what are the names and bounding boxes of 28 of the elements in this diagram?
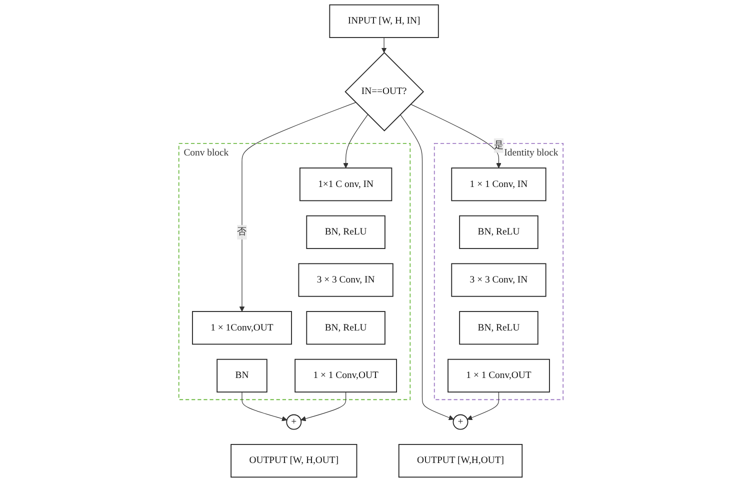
- node-box: 1 × 1 Conv,OUT: [294, 358, 397, 392]
- node-box: BN, ReLU: [306, 311, 385, 345]
- node-box: 1 × 1 Conv,OUT: [447, 358, 550, 392]
- node-box: BN: [216, 358, 267, 392]
- arrow: [300, 392, 346, 422]
- node-box: 3 × 3 Conv, IN: [298, 263, 393, 297]
- arrow: [238, 102, 356, 312]
- node-box: BN, ReLU: [458, 215, 538, 249]
- arrow: [399, 114, 454, 420]
- node-diamond: IN==OUT?: [344, 52, 424, 132]
- edge-label: 否: [236, 226, 246, 238]
- node-box: OUTPUT [W,H,OUT]: [398, 444, 522, 478]
- node-box: BN, ReLU: [458, 311, 538, 345]
- node-box: OUTPUT [W, H,OUT]: [230, 444, 357, 478]
- node-box: INPUT [W, H, IN]: [328, 4, 438, 38]
- node-box: 3 × 3 Conv, IN: [450, 263, 546, 297]
- node-box: 1 × 1 Conv, IN: [450, 168, 546, 202]
- node-box: 1×1 C onv, IN: [299, 168, 392, 202]
- node-circle: +: [452, 414, 468, 430]
- arrow: [466, 392, 499, 420]
- node-circle: +: [286, 414, 302, 430]
- arrow: [241, 392, 287, 422]
- arrow: [380, 37, 386, 53]
- edge-label: 是: [493, 140, 504, 150]
- arrow: [410, 104, 501, 168]
- node-box: BN, ReLU: [306, 215, 385, 249]
- arrow: [342, 114, 368, 168]
- node-box: 1 × 1Conv,OUT: [192, 311, 292, 345]
